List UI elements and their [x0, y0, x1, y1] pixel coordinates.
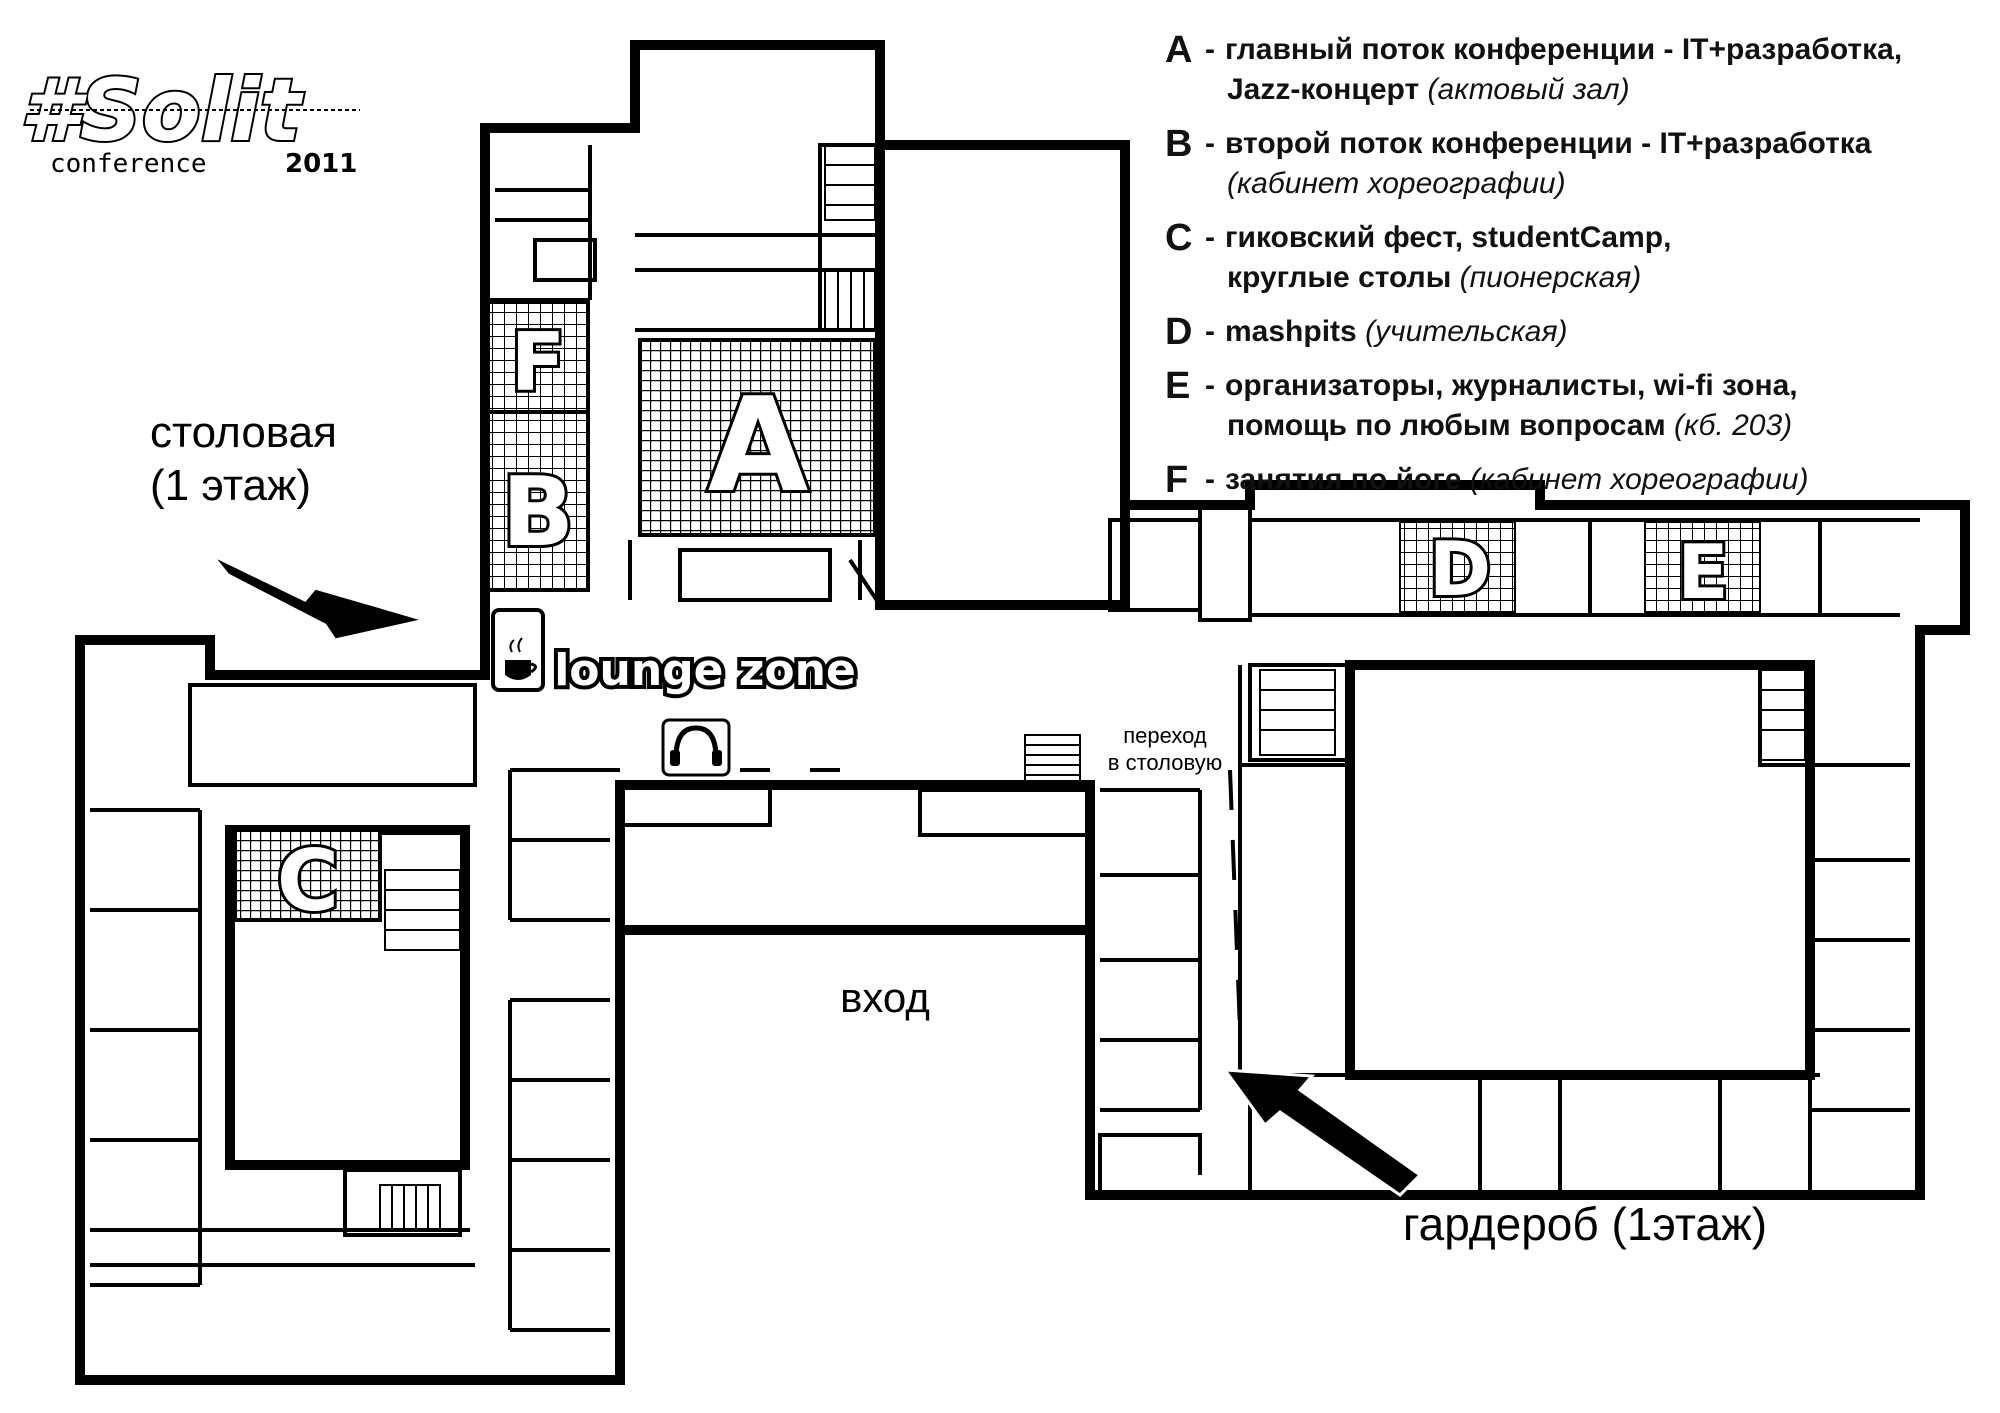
canteen-label-line2: (1 этаж): [150, 461, 311, 510]
legend-line: помощь по любым вопросам (кб. 203): [1227, 406, 1985, 446]
legend-note: (кабинет хореографии): [1469, 463, 1809, 496]
lounge-zone-label: lounge zone: [554, 645, 856, 696]
legend-dash: -: [1205, 127, 1215, 160]
canteen-label-line1: столовая: [150, 408, 337, 457]
legend-note: (актовый зал): [1427, 73, 1630, 106]
arrow-icon: [210, 553, 426, 642]
legend-dash: -: [1205, 221, 1215, 254]
coffee-cup-icon: [491, 608, 545, 692]
legend-letter: D: [1165, 311, 1193, 353]
legend-line: главный поток конференции - IT+разработк…: [1225, 30, 1985, 70]
entrance-label: вход: [840, 974, 930, 1021]
legend-item: E-организаторы, журналисты, wi-fi зона, п…: [1165, 366, 1985, 446]
passage-label-line2: в столовую: [1108, 750, 1222, 775]
legend-line: (кабинет хореографии): [1227, 164, 1985, 204]
room-label-d: D: [1429, 525, 1491, 613]
legend-text: занятия по йоге: [1225, 463, 1462, 496]
cloakroom-label: гардероб (1этаж): [1403, 1198, 1767, 1250]
legend-text: второй поток конференции - IT+разработка: [1225, 127, 1872, 160]
legend-dash: -: [1205, 369, 1215, 402]
legend-text: Jazz-концерт: [1227, 73, 1420, 106]
room-label-e: E: [1677, 528, 1728, 616]
legend-item: B-второй поток конференции - IT+разработ…: [1165, 124, 1985, 204]
legend-item: A-главный поток конференции - IT+разрабо…: [1165, 30, 1985, 110]
legend-line: гиковский фест, studentCamp,: [1225, 218, 1985, 258]
legend-dash: -: [1205, 33, 1215, 66]
legend-text: mashpits: [1225, 315, 1357, 348]
legend-text: организаторы, журналисты, wi-fi зона,: [1225, 369, 1798, 402]
legend-text: круглые столы: [1227, 261, 1452, 294]
legend-note: (кабинет хореографии): [1227, 167, 1566, 200]
legend-letter: A: [1165, 29, 1193, 71]
legend-item: C-гиковский фест, studentCamp, круглые ст…: [1165, 218, 1985, 298]
legend: A-главный поток конференции - IT+разрабо…: [1165, 30, 1985, 514]
room-label-c: C: [277, 832, 339, 931]
logo: #Solit conference 2011: [18, 59, 360, 179]
room-a-area: [638, 338, 877, 537]
legend-letter: E: [1165, 365, 1191, 407]
room-d-area: [1399, 521, 1516, 613]
legend-note: (пионерская): [1459, 261, 1642, 294]
room-c-area: [233, 828, 382, 922]
room-label-a: A: [708, 369, 809, 521]
legend-letter: B: [1165, 123, 1193, 165]
passage-label-line1: переход: [1123, 723, 1207, 748]
headphones-icon: [661, 718, 731, 777]
legend-line: второй поток конференции - IT+разработка: [1225, 124, 1985, 164]
logo-year: 2011: [285, 149, 357, 179]
legend-note: (кб. 203): [1674, 409, 1793, 442]
legend-line: организаторы, журналисты, wi-fi зона,: [1225, 366, 1985, 406]
room-label-f: F: [511, 316, 566, 409]
room-label-b: B: [502, 458, 574, 568]
arrow-icon: [1221, 1068, 1423, 1197]
legend-dash: -: [1205, 463, 1215, 496]
legend-dash: -: [1205, 315, 1215, 348]
legend-item: D-mashpits (учительская): [1165, 312, 1985, 352]
legend-note: (учительская): [1365, 315, 1568, 348]
legend-letter: C: [1165, 217, 1193, 259]
legend-text: главный поток конференции - IT+разработк…: [1225, 33, 1903, 66]
logo-sub: conference: [50, 149, 207, 179]
legend-text: помощь по любым вопросам: [1227, 409, 1666, 442]
legend-letter: F: [1165, 459, 1189, 501]
legend-text: гиковский фест, studentCamp,: [1225, 221, 1672, 254]
legend-line: занятия по йоге (кабинет хореографии): [1225, 460, 1985, 500]
highlighted-rooms: [233, 300, 1761, 922]
room-letters: A B F C D E: [274, 313, 1732, 934]
legend-item: F-занятия по йоге (кабинет хореографии): [1165, 460, 1985, 500]
legend-line: круглые столы (пионерская): [1227, 258, 1985, 298]
room-e-area: [1644, 521, 1761, 613]
legend-line: mashpits (учительская): [1225, 312, 1985, 352]
room-b-area: [486, 410, 590, 592]
legend-line: Jazz-концерт (актовый зал): [1227, 70, 1985, 110]
